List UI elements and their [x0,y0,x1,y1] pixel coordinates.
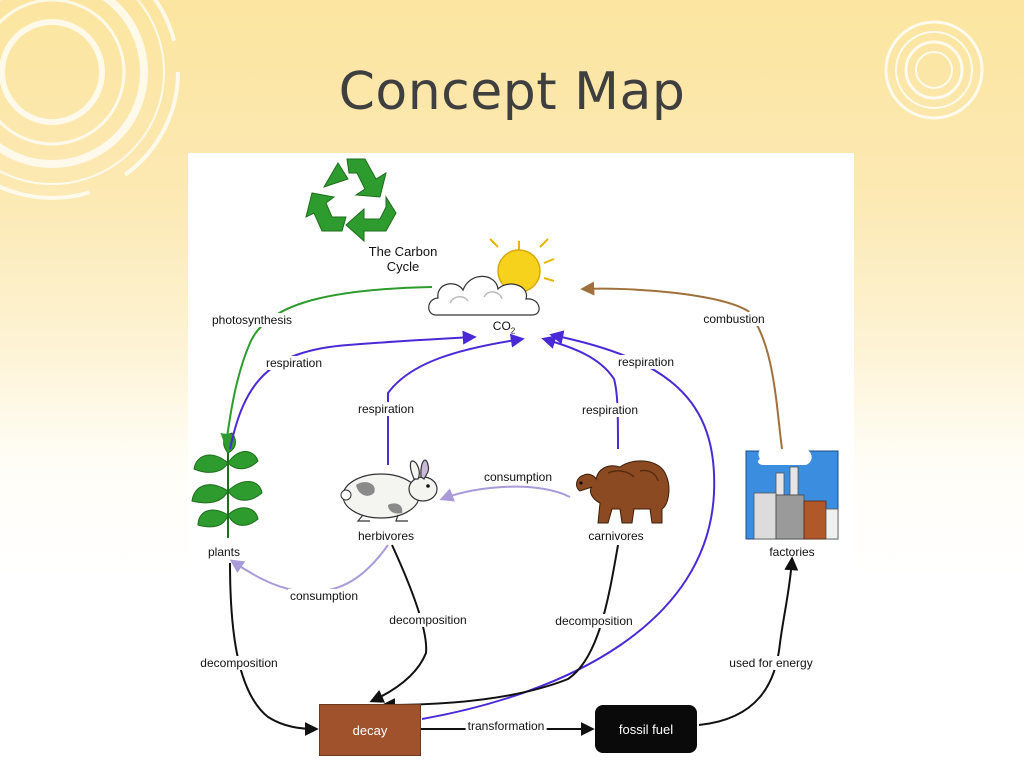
rabbit-icon [340,459,438,522]
slide-title: Concept Map [338,62,686,122]
label-consumption-herbivores: consumption [287,589,361,603]
node-herbivores: herbivores [357,529,415,543]
carbon-cycle-concept-map: The Carbon Cycle CO2 plants herbivores c… [188,153,854,768]
label-decomposition-herbivores: decomposition [387,613,469,627]
bear-icon [576,460,670,524]
co2-subscript: 2 [510,326,516,336]
plant-icon [191,432,263,538]
carbon-cycle-title: The Carbon Cycle [353,244,453,274]
arrow-photosynthesis [220,286,433,448]
arrow-respiration-carnivores [541,335,619,450]
decay-label: decay [352,722,388,738]
carbon-cycle-title-line2: Cycle [386,259,420,274]
label-combustion: combustion [701,312,767,326]
label-photosynthesis: photosynthesis [209,313,295,327]
label-used-for-energy: used for energy [727,656,815,670]
node-decay: decay [319,704,421,756]
arrow-decomposition-carnivores [381,544,619,712]
node-plants: plants [207,545,241,559]
co2-label: CO [492,319,511,333]
factory-icon [745,439,839,540]
arrow-decomposition-herbivores [369,544,428,703]
arrow-respiration-herbivores [386,333,525,465]
label-decomposition-plants: decomposition [198,656,280,670]
arrow-combustion [580,281,783,450]
node-carnivores: carnivores [588,529,644,543]
fossil-fuel-label: fossil fuel [618,721,674,737]
label-transformation: transformation [465,719,547,733]
label-respiration-decay: respiration [615,355,677,369]
arrow-consumption-herbivores [229,544,389,593]
label-consumption-carnivores: consumption [481,470,555,484]
arrow-respiration-decay [421,330,716,720]
sun-cloud-icon [428,238,555,316]
label-respiration-carnivores: respiration [579,403,641,417]
label-respiration-herbivores: respiration [355,402,417,416]
label-decomposition-carnivores: decomposition [553,614,635,628]
label-respiration-plants: respiration [263,356,325,370]
arrow-decomposition-plants [229,562,319,736]
arrow-used-for-energy [698,556,799,726]
node-co2: CO2 [493,319,515,338]
node-factories: factories [769,545,815,559]
arrow-respiration-plants [229,330,477,450]
node-fossil-fuel: fossil fuel [595,705,697,753]
arrow-consumption-carnivores [439,485,571,502]
recycle-icon [305,158,397,243]
carbon-cycle-title-line1: The Carbon [368,244,438,259]
